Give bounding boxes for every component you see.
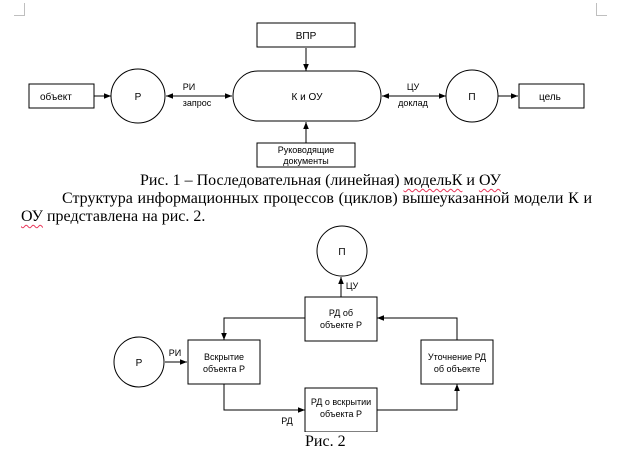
- node-p-2-label: П: [338, 247, 345, 258]
- node-object: объект: [28, 83, 95, 109]
- caption-1-spellcheck-word: модельК: [403, 172, 463, 189]
- node-refine-line2: об объекте: [434, 364, 480, 374]
- node-vpr-label: ВПР: [296, 31, 317, 42]
- node-r-2: Р: [113, 336, 165, 388]
- figure-1-diagram: ВПР объект Р К и ОУ П цель Руководящие д…: [28, 22, 585, 168]
- figure-2-diagram: П РД об объекте Р Р Вскрытие объекта Р У…: [113, 225, 494, 432]
- node-goal-label: цель: [539, 92, 561, 103]
- node-docs-label-line2: документы: [283, 156, 328, 166]
- paragraph-spellcheck-abbrev: ОУ: [21, 208, 43, 225]
- paragraph-text-end: представлена на рис. 2.: [42, 208, 206, 225]
- node-refine-line1: Уточнение РД: [428, 352, 486, 362]
- node-vpr: ВПР: [256, 22, 356, 48]
- node-rd-object-line1: РД об: [329, 308, 353, 318]
- node-r: Р: [110, 68, 166, 124]
- node-discover-line1: Вскрытие: [204, 352, 244, 362]
- node-rd-object-line2: объекте Р: [320, 320, 362, 330]
- edge-refine-to-rd: [377, 315, 458, 340]
- edge-label-cu-2: ЦУ: [346, 281, 359, 291]
- node-discover: Вскрытие объекта Р: [187, 339, 261, 385]
- edge-label-request: запрос: [183, 98, 212, 108]
- node-p: П: [445, 69, 499, 123]
- node-object-label: объект: [40, 91, 72, 103]
- node-center: К и ОУ: [232, 70, 382, 122]
- page-corner-mark-left: [14, 3, 25, 16]
- node-p-label: П: [468, 92, 475, 103]
- body-paragraph: Структура информационных процессов (цикл…: [21, 190, 592, 226]
- edge-rd-discover-to-refine: [377, 384, 460, 411]
- node-rd-discover-line2: объекта Р: [320, 409, 362, 419]
- node-p-2: П: [316, 225, 368, 277]
- node-discover-line2: объекта Р: [203, 364, 245, 374]
- node-refine: Уточнение РД об объекте: [420, 339, 494, 385]
- edge-label-ri-2: РИ: [169, 348, 181, 358]
- edge-discover-to-rd-discover: [223, 384, 305, 413]
- node-r-label: Р: [135, 92, 142, 103]
- node-rd-object: РД об объекте Р: [304, 296, 378, 342]
- edge-label-report: доклад: [398, 98, 429, 108]
- caption-1-spellcheck-abbrev: ОУ: [478, 172, 501, 189]
- node-goal: цель: [518, 83, 585, 109]
- node-rd-discover: РД о вскрытии объекта Р: [304, 387, 378, 432]
- paragraph-text: Структура информационных процессов (цикл…: [62, 190, 592, 207]
- edge-label-cu: ЦУ: [407, 82, 420, 92]
- page-corner-mark-right: [596, 3, 607, 16]
- edge-label-rd: РД: [281, 416, 293, 426]
- caption-1-text: Рис. 1 – Последовательная (линейная): [140, 172, 404, 189]
- node-r-2-label: Р: [136, 358, 143, 369]
- edge-label-ri: РИ: [183, 82, 195, 92]
- node-docs: Руководящие документы: [256, 142, 356, 168]
- node-rd-discover-line1: РД о вскрытии: [311, 397, 371, 407]
- node-center-label: К и ОУ: [292, 92, 324, 103]
- edge-rd-to-discover: [221, 317, 305, 340]
- figure-2-caption: Рис. 2: [305, 433, 346, 450]
- caption-1-conjunction: и: [462, 172, 479, 189]
- node-docs-label-line1: Руководящие: [278, 145, 335, 155]
- figure-1-caption: Рис. 1 – Последовательная (линейная) мод…: [140, 172, 501, 190]
